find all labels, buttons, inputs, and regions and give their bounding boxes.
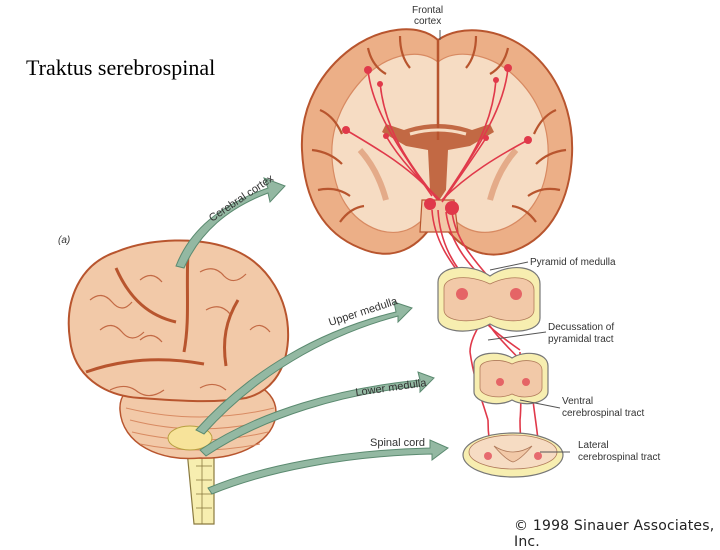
copyright-credit: © 1998 Sinauer Associates, Inc. [514,518,715,550]
label-pyramid-of-medulla: Pyramid of medulla [530,257,616,268]
cerebrum-sulci [85,251,240,374]
arrow-upper-medulla [195,301,413,435]
label-ventral-2: cerebrospinal tract [562,408,644,419]
label-decussation-1: Decussation of [548,322,614,333]
arrow-label-lower-medulla: Lower medulla [355,377,428,399]
label-frontal-cortex-1: Frontal [412,5,443,16]
label-leaders [439,30,570,453]
panel-label: (a) [58,235,70,246]
spinal-cord-section [462,432,564,478]
cerebrum-gyri [89,268,271,397]
coronal-gyri [311,35,567,223]
lower-medulla-section [473,352,549,405]
arrow-spinal-cord [207,439,449,495]
label-lateral-2: cerebrospinal tract [578,452,660,463]
label-lateral-1: Lateral [578,440,609,451]
label-decussation-2: pyramidal tract [548,334,614,345]
arrow-lower-medulla [199,371,435,457]
arrow-cerebral-cortex [175,177,286,269]
lateral-ventricles [382,124,494,202]
cortical-neuron-bodies [342,64,532,144]
label-frontal-cortex-2: cortex [414,16,441,27]
slide-title: Traktus serebrospinal [26,55,216,80]
label-ventral-1: Ventral [562,396,593,407]
arrow-label-cerebral-cortex: Cerebral cortex [207,172,276,224]
upper-medulla-section [437,266,541,332]
coronal-brain-section [300,28,574,256]
arrow-label-spinal-cord: Spinal cord [370,437,425,449]
